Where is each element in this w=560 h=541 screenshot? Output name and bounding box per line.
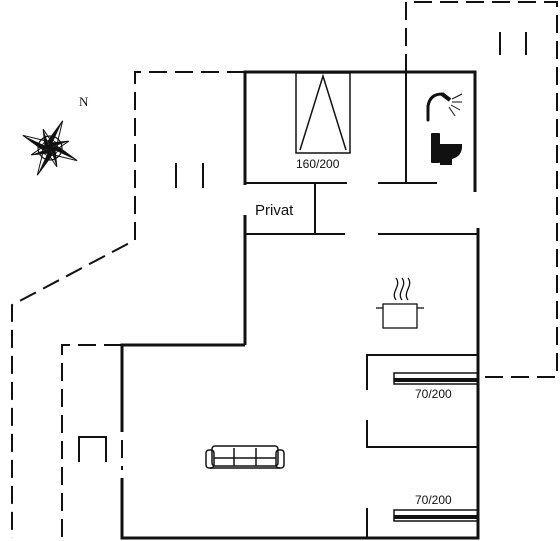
- compass-north-label: N: [79, 94, 89, 109]
- outer-wall-left: [243, 70, 477, 192]
- outer-walls: [120, 70, 480, 540]
- cooking-pot-icon: [376, 277, 424, 329]
- wall-bed-upper: [366, 354, 478, 390]
- bench-icon: [78, 436, 107, 462]
- terrace-left-upper: [11, 71, 245, 538]
- toilet-icon: [431, 133, 463, 165]
- outer-wall-mid: [120, 343, 245, 432]
- double-bed: [295, 72, 351, 154]
- outer-wall-bottom: [120, 228, 480, 540]
- bed-label-bottom: 70/200: [415, 493, 452, 507]
- privat-label: Privat: [255, 202, 294, 219]
- bed-label-mid: 70/200: [415, 387, 452, 401]
- bed-label-top: 160/200: [296, 157, 340, 171]
- terrace-outlines: [11, 1, 558, 538]
- double-bed-cover: [299, 73, 347, 151]
- terrace-left-lower: [61, 344, 122, 538]
- sofa-icon: [205, 445, 285, 469]
- terrace-right: [405, 1, 558, 378]
- compass-rose-icon: [22, 120, 78, 176]
- single-bed-upper: [393, 372, 479, 385]
- single-bed-lower: [393, 509, 479, 522]
- double-bed-frame: [295, 72, 351, 154]
- interior-walls: [245, 72, 478, 538]
- shower-icon: [426, 92, 463, 122]
- windows: [175, 32, 527, 188]
- wall-bed-lower: [366, 420, 478, 448]
